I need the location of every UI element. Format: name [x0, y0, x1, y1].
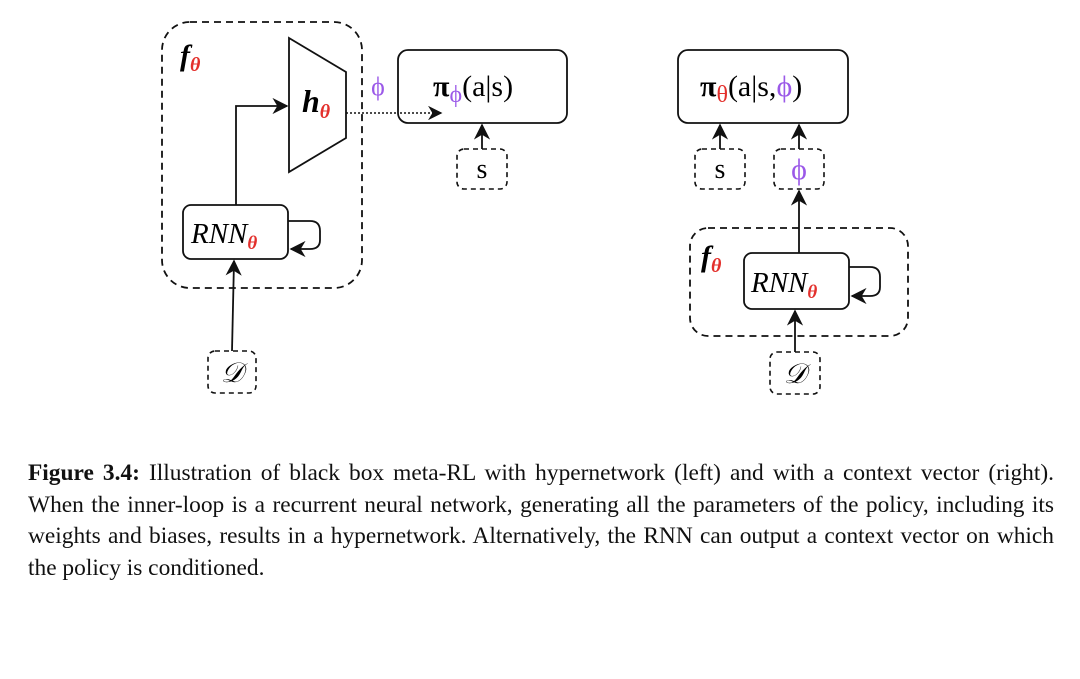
context-input-label: ϕ: [791, 153, 807, 186]
f-theta-box: [161, 21, 363, 289]
rnn-theta-label-right: RNNθ: [750, 267, 817, 303]
rnn-recurrent-loop-right: [849, 266, 881, 305]
policy-box-left: [397, 49, 568, 124]
rnn-box-right: [743, 252, 850, 310]
figure-caption: Figure 3.4: Illustration of black box me…: [28, 458, 1054, 584]
state-input-label-left: s: [477, 154, 488, 185]
policy-label-left: πϕ(a|s): [433, 70, 513, 108]
data-input-label-right: 𝒟: [784, 359, 811, 390]
state-input-label-right: s: [715, 154, 726, 185]
f-theta-label: fθ: [180, 39, 201, 76]
hypernetwork-h-theta: [288, 36, 347, 174]
figure-diagram: fθ hθ RNNθ 𝒟 ϕ πϕ(a|s) s: [161, 21, 909, 395]
rnn-to-hypernet-arrow: [235, 97, 289, 205]
data-input-label: 𝒟: [221, 358, 248, 389]
caption-text: Illustration of black box meta-RL with h…: [28, 460, 1054, 581]
f-theta-label-right: fθ: [701, 240, 722, 277]
policy-box-right: [677, 49, 849, 124]
data-input-box: [207, 350, 257, 394]
left-diagram: fθ hθ RNNθ 𝒟 ϕ πϕ(a|s) s: [161, 21, 568, 394]
figure-label: Figure 3.4:: [28, 460, 140, 486]
rnn-recurrent-loop: [288, 220, 321, 258]
rnn-theta-label: RNNθ: [190, 218, 257, 254]
policy-label-right: πθ(a|s,ϕ): [700, 70, 802, 108]
right-diagram: πθ(a|s,ϕ) s ϕ fθ RNNθ 𝒟: [677, 49, 909, 395]
data-to-rnn-arrow: [225, 259, 242, 352]
phi-output-label: ϕ: [371, 72, 385, 101]
h-theta-label: hθ: [302, 83, 331, 123]
